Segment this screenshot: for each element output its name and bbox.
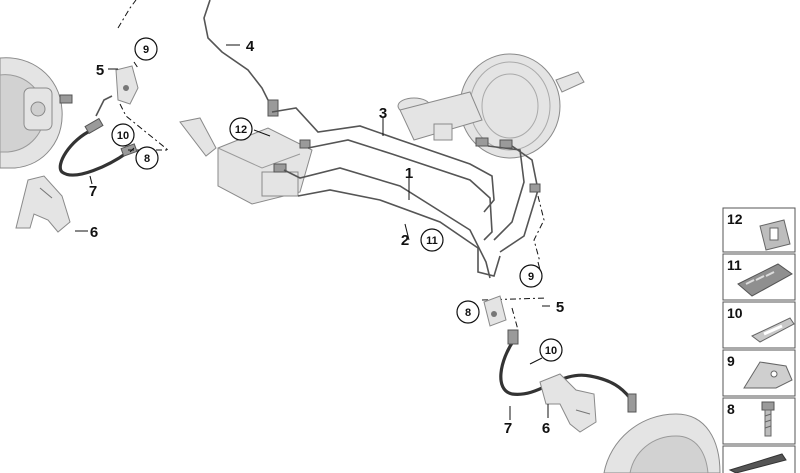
left-clip-bracket [115, 65, 139, 105]
callout-9-left-text: 9 [143, 44, 149, 56]
callout-9-right: 9 [519, 264, 543, 288]
legend-item-11-label: 11 [727, 257, 742, 273]
callout-10-left-text: 10 [117, 130, 129, 142]
callout-6-right: 6 [542, 420, 550, 437]
right-clip-bracket [483, 295, 507, 327]
callout-12: 12 [229, 117, 253, 141]
brake-booster [459, 53, 585, 159]
spring-clip-icon [751, 317, 795, 343]
legend-item-12[interactable]: 12 [722, 207, 796, 253]
legend-item-partial[interactable] [722, 445, 796, 473]
legend-item-11[interactable]: 11 [722, 253, 796, 301]
callout-8-left: 8 [135, 146, 159, 170]
callout-11: 11 [420, 228, 444, 252]
left-dash-line-top [117, 0, 137, 29]
legend-item-8-label: 8 [727, 401, 735, 417]
callout-11-text: 11 [426, 235, 438, 247]
right-dash-line-upper [533, 195, 545, 263]
callout-10-right-text: 10 [545, 345, 557, 357]
bolt-icon [761, 401, 775, 437]
callout-4: 4 [246, 38, 255, 55]
clip-icon [759, 219, 791, 251]
brake-pipe-4 [203, 0, 269, 101]
master-cylinder [397, 91, 513, 149]
legend-item-9-label: 9 [727, 353, 735, 369]
parts-legend: 12 11 10 9 [722, 207, 796, 473]
right-hose-bracket [539, 373, 597, 433]
callout-8-right-text: 8 [465, 307, 471, 319]
pipe-holder-block-icon [737, 263, 793, 297]
callout-9-right-text: 9 [528, 271, 534, 283]
retaining-plate-icon [743, 361, 793, 389]
left-dash-line-8 [119, 103, 169, 151]
left-hose-bracket [15, 175, 71, 233]
leader-lines [75, 44, 550, 420]
callout-12-text: 12 [235, 124, 247, 136]
callout-9-left: 9 [134, 37, 158, 61]
legend-item-10-label: 10 [727, 305, 743, 321]
legend-item-12-label: 12 [727, 211, 743, 227]
legend-item-10[interactable]: 10 [722, 301, 796, 349]
callout-8-left-text: 8 [144, 153, 150, 165]
callout-8-right: 8 [456, 300, 480, 324]
legend-item-8[interactable]: 8 [722, 397, 796, 445]
callout-1: 1 [405, 165, 413, 182]
callout-10-left: 10 [111, 123, 135, 147]
right-brake-disc [603, 413, 721, 473]
callout-5-left: 5 [96, 62, 104, 79]
callout-6-left: 6 [90, 224, 98, 241]
cable-tie-icon [728, 453, 787, 473]
callout-7-right: 7 [504, 420, 512, 437]
callout-2: 2 [401, 232, 409, 249]
callout-10-right: 10 [539, 338, 563, 362]
callout-7-left: 7 [89, 183, 97, 200]
abs-hydraulic-unit [179, 99, 313, 205]
brake-line-bundle [271, 107, 541, 279]
callout-3: 3 [379, 105, 387, 122]
right-dash-line-lower [511, 307, 519, 331]
left-brake-disc [0, 57, 73, 169]
left-dash-line-9 [133, 61, 139, 69]
callout-5-right: 5 [556, 299, 564, 316]
legend-item-9[interactable]: 9 [722, 349, 796, 397]
